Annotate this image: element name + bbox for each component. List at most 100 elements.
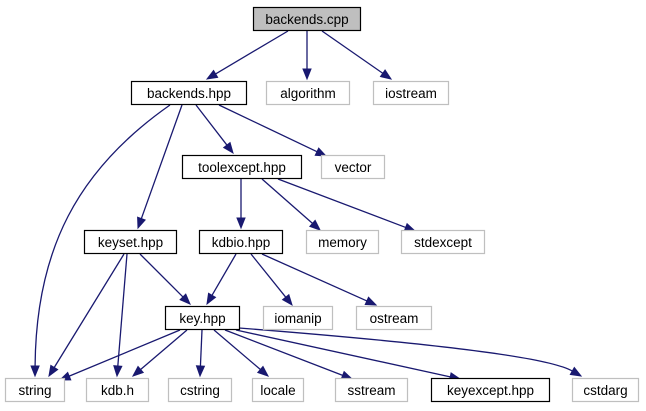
arrowhead bbox=[379, 69, 393, 80]
node-keyexcept-hpp[interactable]: keyexcept.hpp bbox=[430, 377, 551, 403]
edge-line bbox=[224, 329, 343, 377]
node-label: backends.hpp bbox=[147, 86, 231, 101]
edge-line bbox=[211, 253, 237, 296]
edge-line bbox=[195, 104, 228, 146]
node-toolexcept-hpp[interactable]: toolexcept.hpp bbox=[181, 154, 303, 180]
arrowhead bbox=[113, 365, 123, 378]
edge-line bbox=[277, 178, 406, 229]
edge-line bbox=[261, 253, 368, 302]
edge-backends-hpp-to-vector bbox=[218, 104, 328, 157]
arrowhead bbox=[206, 292, 217, 306]
edge-line bbox=[321, 30, 384, 74]
node-key-hpp[interactable]: key.hpp bbox=[164, 305, 241, 331]
node-box bbox=[167, 377, 233, 403]
node-label: backends.cpp bbox=[265, 12, 348, 27]
node-label: keyset.hpp bbox=[98, 235, 163, 250]
node-box bbox=[334, 377, 409, 403]
edge-backends-hpp-to-toolexcept-hpp bbox=[195, 104, 234, 155]
edge-toolexcept-hpp-to-kdbio-hpp bbox=[236, 179, 246, 230]
edge-key-hpp-to-cstring bbox=[195, 329, 206, 378]
node-ostream: ostream bbox=[355, 305, 433, 331]
node-label: toolexcept.hpp bbox=[198, 160, 286, 175]
node-label: algorithm bbox=[280, 86, 336, 101]
node-box bbox=[130, 80, 248, 106]
edge-kdbio-hpp-to-ostream bbox=[261, 253, 378, 306]
edge-kdbio-hpp-to-key-hpp bbox=[206, 253, 237, 306]
node-box bbox=[265, 80, 351, 106]
node-kdbio-hpp[interactable]: kdbio.hpp bbox=[198, 229, 284, 255]
node-box bbox=[571, 377, 640, 403]
node-label: stdexcept bbox=[414, 235, 472, 250]
arrowhead bbox=[281, 293, 293, 307]
node-backends-cpp[interactable]: backends.cpp bbox=[252, 6, 362, 32]
edge-line bbox=[53, 253, 125, 368]
edge-backends-cpp-to-algorithm bbox=[302, 31, 312, 81]
node-layer: backends.cpp backends.hpp algorithm iostrea… bbox=[4, 6, 640, 403]
edge-line bbox=[213, 329, 261, 371]
arrowhead bbox=[179, 293, 191, 305]
node-label: memory bbox=[318, 235, 367, 250]
edge-key-hpp-to-locale bbox=[213, 329, 270, 377]
node-box bbox=[305, 229, 380, 255]
node-memory: memory bbox=[305, 229, 380, 255]
node-stdexcept: stdexcept bbox=[400, 229, 486, 255]
node-backends-hpp[interactable]: backends.hpp bbox=[130, 80, 248, 106]
node-box bbox=[85, 377, 150, 403]
edge-kdbio-hpp-to-iomanip bbox=[250, 253, 293, 307]
node-cstdarg: cstdarg bbox=[571, 377, 640, 403]
node-box bbox=[4, 377, 66, 403]
edge-line bbox=[139, 253, 184, 298]
node-box bbox=[181, 154, 303, 180]
node-box bbox=[355, 305, 433, 331]
node-box bbox=[252, 6, 362, 32]
node-box bbox=[198, 229, 284, 255]
edge-backends-cpp-to-backends-hpp bbox=[205, 30, 289, 80]
edge-keyset-hpp-to-string bbox=[48, 253, 125, 378]
node-label: string bbox=[18, 383, 51, 398]
arrowhead bbox=[195, 365, 206, 378]
edge-line bbox=[261, 178, 313, 224]
node-label: iostream bbox=[385, 86, 437, 101]
node-label: kdbio.hpp bbox=[212, 235, 271, 250]
edge-key-hpp-to-cstdarg bbox=[238, 327, 583, 377]
edge-line bbox=[140, 329, 188, 371]
edge-key-hpp-to-kdb-h bbox=[131, 329, 188, 377]
arrowhead bbox=[48, 364, 59, 378]
edge-line bbox=[117, 253, 128, 367]
edge-key-hpp-to-sstream bbox=[224, 329, 354, 380]
node-label: cstdarg bbox=[583, 383, 627, 398]
arrowhead bbox=[236, 217, 246, 230]
node-box bbox=[164, 305, 241, 331]
node-string: string bbox=[4, 377, 66, 403]
edge-keyset-hpp-to-kdb-h bbox=[113, 253, 128, 378]
arrowhead bbox=[314, 147, 328, 157]
node-algorithm: algorithm bbox=[265, 80, 351, 106]
arrowhead bbox=[308, 219, 322, 231]
node-iostream: iostream bbox=[372, 80, 450, 106]
arrowhead bbox=[569, 366, 583, 377]
arrowhead bbox=[364, 296, 378, 306]
node-iomanip: iomanip bbox=[262, 305, 334, 331]
node-keyset-hpp[interactable]: keyset.hpp bbox=[83, 229, 178, 255]
edge-line bbox=[238, 327, 573, 372]
edge-line bbox=[250, 253, 287, 298]
node-label: vector bbox=[335, 160, 372, 175]
arrowhead bbox=[205, 69, 219, 80]
node-label: cstring bbox=[180, 383, 220, 398]
node-locale: locale bbox=[251, 377, 305, 403]
arrowhead bbox=[302, 68, 312, 81]
edge-line bbox=[218, 104, 318, 153]
node-label: locale bbox=[260, 383, 295, 398]
arrowhead bbox=[256, 365, 270, 377]
node-box bbox=[83, 229, 178, 255]
arrowhead bbox=[137, 216, 146, 230]
edge-line bbox=[68, 329, 181, 377]
node-box bbox=[320, 154, 386, 180]
edge-line bbox=[215, 30, 289, 75]
node-box bbox=[251, 377, 305, 403]
edge-line bbox=[235, 329, 451, 378]
edge-toolexcept-hpp-to-memory bbox=[261, 178, 322, 231]
node-label: sstream bbox=[347, 383, 395, 398]
edge-backends-hpp-to-string bbox=[30, 104, 171, 378]
